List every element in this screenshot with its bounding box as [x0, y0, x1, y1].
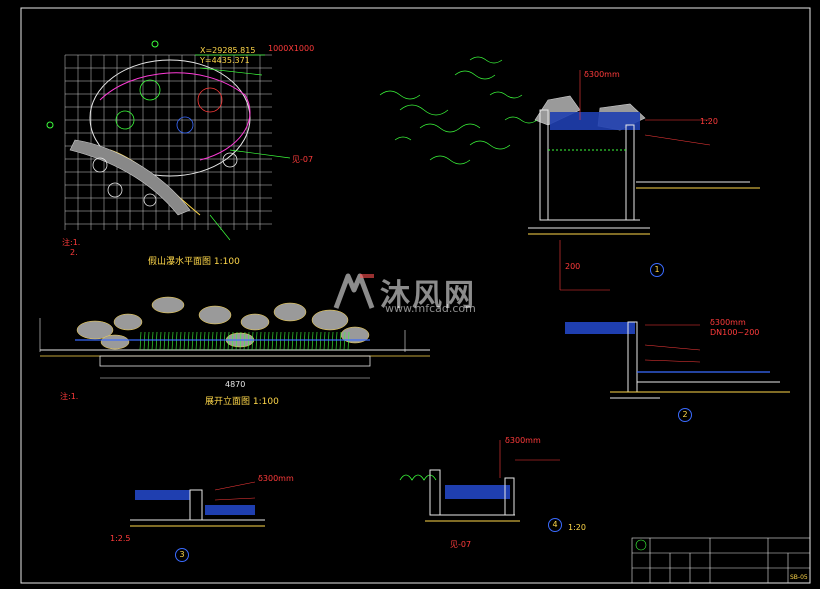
section-4-scale: 1:20 [568, 523, 586, 532]
elevation-grass-stroke [215, 331, 218, 351]
elevation-title-text: 展开立面图 [205, 397, 251, 407]
elevation-grass-stroke [267, 331, 270, 351]
elevation-grass-stroke [275, 331, 278, 351]
section-4-ref: 见-07 [450, 540, 472, 549]
section-3-drawing [130, 481, 265, 527]
watermark-url: www.mfcad.com [385, 302, 476, 315]
elevation-grass-stroke [303, 331, 306, 351]
elevation-grass-stroke [139, 331, 142, 351]
section-4-number: 4 [548, 518, 562, 532]
plan-rockery [46, 40, 291, 241]
elevation-grass-stroke [175, 331, 178, 351]
section-2-number: 2 [678, 408, 692, 422]
elevation-grass-stroke [307, 331, 310, 351]
elevation-grass-stroke [239, 331, 242, 351]
section-4-thickness: δ300mm [505, 436, 541, 445]
elevation-grass-stroke [187, 331, 190, 351]
elevation-grass-stroke [211, 331, 214, 351]
plan-title-text: 假山瀑水平面图 [148, 257, 212, 267]
elevation-grass-stroke [191, 331, 194, 351]
section-4-drawing [399, 440, 560, 522]
elevation-grass-stroke [335, 331, 338, 351]
elevation-grass-stroke [283, 331, 286, 351]
elevation-grass-stroke [343, 331, 346, 351]
elevation-title-scale: 1:100 [252, 397, 279, 407]
elevation-grass-stroke [311, 331, 314, 351]
section-3-mix: 1:2.5 [110, 534, 131, 543]
section-3-thickness: δ300mm [258, 474, 294, 483]
watermark-emblem-icon [333, 273, 375, 309]
section-2-thickness: δ300mm [710, 318, 746, 327]
section-1-foliage [379, 56, 538, 165]
plan-title: 假山瀑水平面图 1:100 [148, 254, 240, 267]
section-1-depth: 200 [565, 262, 581, 271]
section-1-thickness: δ300mm [584, 70, 620, 79]
watermark-brand: 沐风网 [380, 278, 476, 313]
section-1-ref: 1:20 [700, 117, 718, 126]
elevation-grass-stroke [339, 331, 342, 351]
elevation-grass-stroke [291, 331, 294, 351]
elevation-grass-stroke [327, 331, 330, 351]
plan-ref-label: 见-07 [292, 155, 314, 164]
elevation-grass-stroke [207, 331, 210, 351]
title-block-drawing-no: SB-05 [790, 574, 808, 581]
elevation-grass-stroke [171, 331, 174, 351]
elevation-grass-stroke [295, 331, 298, 351]
plan-note-2: 2. [70, 248, 78, 257]
elevation-grass-stroke [223, 331, 226, 351]
elevation-grass-stroke [183, 331, 186, 351]
elevation-grass-stroke [299, 331, 302, 351]
section-2-range: DN100~200 [710, 328, 760, 337]
elevation-grass-stroke [219, 331, 222, 351]
elevation-grass-stroke [251, 331, 254, 351]
section-1-number: 1 [650, 263, 664, 277]
section-1-water [550, 112, 640, 130]
elevation-grass-stroke [259, 331, 262, 351]
elevation-grass-stroke [247, 331, 250, 351]
plan-coord-x: X=29285.815 [200, 46, 256, 55]
elevation-grass-stroke [203, 331, 206, 351]
elevation-grass-stroke [227, 331, 230, 351]
elevation-grass-stroke [179, 331, 182, 351]
watermark-logo: 沐风网 www.mfcad.com [330, 268, 500, 318]
elevation-grass-stroke [255, 331, 258, 351]
elevation-grass-stroke [163, 331, 166, 351]
elevation-grass-stroke [243, 331, 246, 351]
elevation-grass-stroke [287, 331, 290, 351]
elevation-grass-stroke [347, 331, 350, 351]
elevation-grass-stroke [143, 331, 146, 351]
elevation-grass-stroke [231, 331, 234, 351]
elevation-grass-stroke [159, 331, 162, 351]
elevation-grass-stroke [271, 331, 274, 351]
plan-note-1: 注:1. [62, 238, 81, 247]
sheet-border [20, 7, 811, 584]
elevation-grass-stroke [151, 331, 154, 351]
section-3-number: 3 [175, 548, 189, 562]
elevation-grass-stroke [315, 331, 318, 351]
plan-coord-y: Y=4435.371 [200, 56, 250, 65]
plan-dim-label: 1000X1000 [268, 44, 315, 53]
elevation-grass-stroke [235, 331, 238, 351]
elevation-grass-stroke [195, 331, 198, 351]
elevation-grass-stroke [155, 331, 158, 351]
plan-path-hatch [69, 139, 191, 216]
elevation-grass-stroke [147, 331, 150, 351]
section-1-drawing [528, 70, 760, 291]
elevation-grass-stroke [279, 331, 282, 351]
elevation-grass-stroke [323, 331, 326, 351]
elevation-grass-stroke [199, 331, 202, 351]
section-2-drawing [565, 321, 790, 399]
elevation-drawing [39, 296, 430, 379]
elevation-title: 展开立面图 1:100 [205, 394, 279, 407]
elevation-grass-stroke [167, 331, 170, 351]
elevation-note: 注:1. [60, 392, 79, 401]
title-block [631, 537, 811, 584]
elevation-grass-stroke [263, 331, 266, 351]
elevation-grass-stroke [319, 331, 322, 351]
plan-title-scale: 1:100 [213, 257, 240, 267]
elevation-dim-total: 4870 [225, 380, 246, 389]
elevation-grass-stroke [331, 331, 334, 351]
